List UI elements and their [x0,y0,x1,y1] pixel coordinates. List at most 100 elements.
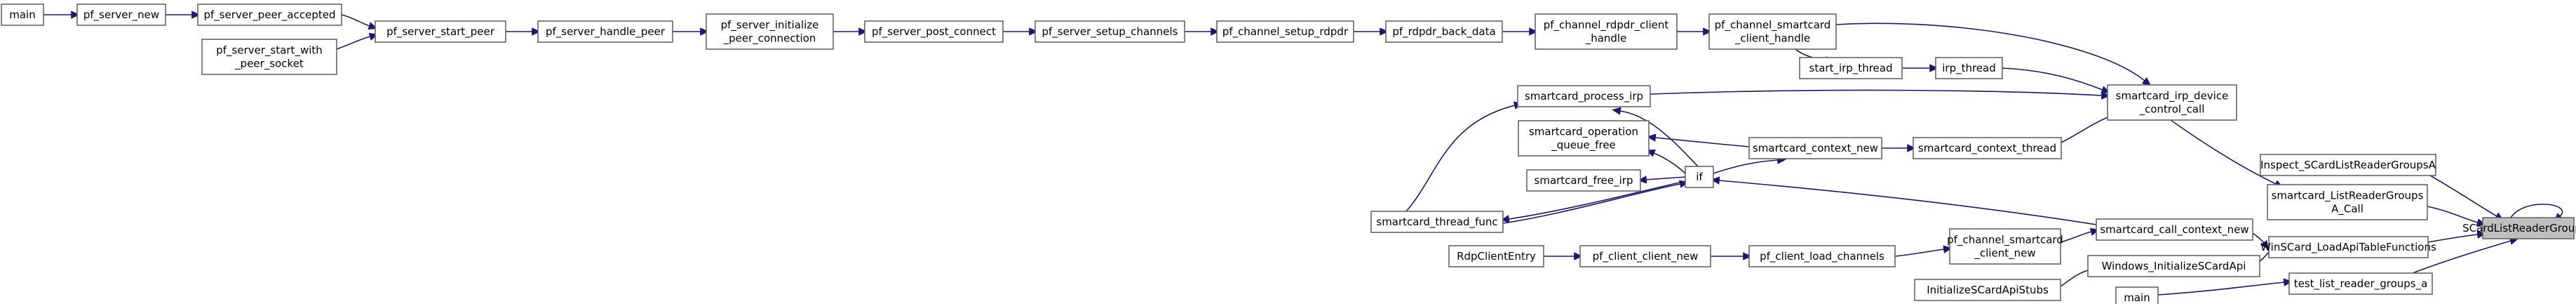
node-smartcard-free-irp[interactable]: smartcard_free_irp [1526,169,1641,192]
node-label: _peer_socket [234,58,304,71]
node-scard-target[interactable]: SCardListReaderGroupsA [2462,217,2576,239]
node-rdpclient-entry[interactable]: RdpClientEntry [1448,245,1544,267]
node-irp-thread[interactable]: irp_thread [1935,57,2003,79]
node-smartcard-call-context-new[interactable]: smartcard_call_context_new [2096,218,2253,241]
node-main1[interactable]: main [1,4,44,26]
node-label: pf_rdpdr_back_data [1392,25,1495,39]
node-label: _queue_free [1551,139,1616,152]
edge-pf_server_setup_channels-to-pf_channel_setup_rdpdr [1185,27,1220,36]
edge-pf_channel_smartcard_client_handle-to-smartcard_irp_device_control_call [1835,22,2152,86]
node-start-irp-thread[interactable]: start_irp_thread [1799,57,1903,79]
node-label: pf_server_initialize [721,19,819,32]
node-initialize-stubs[interactable]: InitializeSCardApiStubs [1914,279,2061,301]
edge-pf_channel_setup_rdpdr-to-pf_rdpdr_back_data [1354,27,1389,36]
node-label: pf_channel_smartcard [1715,19,1831,32]
node-label: smartcard_operation [1529,126,1638,139]
node-label: main [9,8,35,21]
node-main2[interactable]: main [2115,286,2159,304]
node-label: _control_call [2139,103,2205,117]
edge-if-to-smartcard_thread_func [1500,180,1686,223]
node-pf-server-start-peer[interactable]: pf_server_start_peer [375,20,506,43]
node-label: Inspect_SCardListReaderGroupsA [2260,159,2436,172]
node-smartcard-process-irp[interactable]: smartcard_process_irp [1517,85,1651,107]
node-pf-server-handle-peer[interactable]: pf_server_handle_peer [537,20,673,43]
node-label: smartcard_irp_device [2116,90,2229,103]
node-label: _handle [1585,32,1627,46]
edge-pf_server_new-to-pf_server_peer_accepted [166,11,201,19]
node-smartcard-irp-device-control-call[interactable]: smartcard_irp_device_control_call [2107,84,2237,121]
node-pf-server-new[interactable]: pf_server_new [76,4,166,26]
edge-main1-to-pf_server_new [43,11,80,19]
node-label: InitializeSCardApiStubs [1927,284,2049,296]
node-pf-client-client-new[interactable]: pf_client_client_new [1579,245,1711,267]
node-label: irp_thread [1942,62,1996,75]
edge-pf_server_peer_accepted-to-pf_server_start_peer [341,14,378,30]
edge-winscard_loadapi-to-scard_target [2427,230,2486,243]
node-label: if [1696,171,1703,183]
node-label: smartcard_ListReaderGroups [2272,190,2424,203]
edge-if-to-smartcard_context_new [1713,156,1786,174]
edge-smartcard_context_new-to-smartcard_context_thread [1882,144,1916,152]
node-label: smartcard_thread_func [1376,216,1497,229]
node-label: pf_server_peer_accepted [204,8,336,22]
node-if[interactable]: if [1685,166,1714,188]
node-pf-channel-setup-rdpdr[interactable]: pf_channel_setup_rdpdr [1216,20,1354,43]
edge-pf_server_post_connect-to-pf_server_setup_channels [1003,27,1038,36]
node-label: pf_channel_setup_rdpdr [1222,25,1349,39]
node-label: smartcard_free_irp [1535,174,1633,187]
node-windows-initialize[interactable]: Windows_InitializeSCardApi [2087,255,2260,277]
node-pf-server-initialize-peer-connection[interactable]: pf_server_initialize_peer_connection [706,13,834,50]
edge-if-to-smartcard_free_irp [1638,176,1686,184]
node-label: RdpClientEntry [1457,250,1536,263]
edge-main2-to-test_list_reader_groups_a [2157,278,2293,296]
node-smartcard-listreadergroups-call[interactable]: smartcard_ListReaderGroupsA_Call [2267,184,2428,220]
edge-pf_server_handle_peer-to-pf_server_initialize_peer_connection [673,27,709,36]
node-label: _client_handle [1734,32,1810,46]
node-pf-server-start-with-peer-socket[interactable]: pf_server_start_with_peer_socket [201,39,337,75]
node-label: start_irp_thread [1809,62,1893,75]
node-label: pf_server_new [83,8,159,22]
edge-if-to-smartcard_operation_queue_free [1646,149,1686,174]
node-winscard-loadapi[interactable]: WinSCard_LoadApiTableFunctions [2260,236,2436,258]
node-label: pf_channel_rdpdr_client [1544,19,1669,32]
node-label: pf_server_setup_channels [1042,25,1178,39]
edge-pf_rdpdr_back_data-to-pf_channel_rdpdr_client_handle [1502,27,1538,36]
node-smartcard-context-thread[interactable]: smartcard_context_thread [1913,137,2062,159]
edge-pf_server_initialize_peer_connection-to-pf_server_post_connect [833,27,868,36]
edge-smartcard_call_context_new-to-if [1711,176,2097,225]
node-label: pf_channel_smartcard [1947,234,2063,247]
node-label: _client_new [1974,247,2035,260]
edge-start_irp_thread-to-irp_thread [1902,64,1938,72]
node-pf-client-load-channels[interactable]: pf_client_load_channels [1748,245,1896,267]
node-label: WinSCard_LoadApiTableFunctions [2260,241,2436,254]
node-inspect-scard[interactable]: Inspect_SCardListReaderGroupsA [2260,154,2436,176]
node-label: smartcard_call_context_new [2100,223,2248,237]
node-pf-server-post-connect[interactable]: pf_server_post_connect [864,20,1004,43]
node-smartcard-context-new[interactable]: smartcard_context_new [1748,137,1882,159]
node-label: pf_server_post_connect [872,25,996,39]
node-pf-rdpdr-back-data[interactable]: pf_rdpdr_back_data [1385,20,1503,43]
edge-smartcard_context_new-to-smartcard_operation_queue_free [1647,133,1750,147]
edge-rdpclient_entry-to-pf_client_client_new [1544,252,1583,260]
node-label: smartcard_context_thread [1918,142,2056,155]
node-label: pf_server_handle_peer [546,25,666,39]
node-smartcard-operation-queue-free[interactable]: smartcard_operation_queue_free [1518,120,1650,157]
edge-pf_server_start_peer-to-pf_server_handle_peer [506,27,541,36]
node-label: smartcard_process_irp [1525,90,1643,103]
node-pf-channel-rdpdr-client-handle[interactable]: pf_channel_rdpdr_client_handle [1535,13,1678,50]
node-label: pf_server_start_with [216,44,323,58]
edge-smartcard_irp_device_control_call-to-smartcard_listreadergroups_call [2170,119,2284,188]
node-smartcard-thread-func[interactable]: smartcard_thread_func [1370,211,1504,233]
node-label: main [2124,291,2150,304]
edge-pf_channel_smartcard_client_new-to-smartcard_call_context_new [2060,227,2100,243]
node-label: pf_client_load_channels [1760,250,1884,263]
edge-pf_client_load_channels-to-pf_channel_smartcard_client_new [1894,245,1953,257]
node-test-list-reader-groups-a[interactable]: test_list_reader_groups_a [2288,272,2433,295]
node-pf-channel-smartcard-client-handle[interactable]: pf_channel_smartcard_client_handle [1708,13,1837,50]
edge-irp_thread-to-smartcard_irp_device_control_call [2002,67,2111,94]
node-label: A_Call [2331,203,2363,216]
node-pf-server-setup-channels[interactable]: pf_server_setup_channels [1034,20,1185,43]
node-pf-server-peer-accepted[interactable]: pf_server_peer_accepted [197,4,342,26]
node-pf-channel-smartcard-client-new[interactable]: pf_channel_smartcard_client_new [1947,228,2063,265]
node-label: test_list_reader_groups_a [2294,277,2428,291]
